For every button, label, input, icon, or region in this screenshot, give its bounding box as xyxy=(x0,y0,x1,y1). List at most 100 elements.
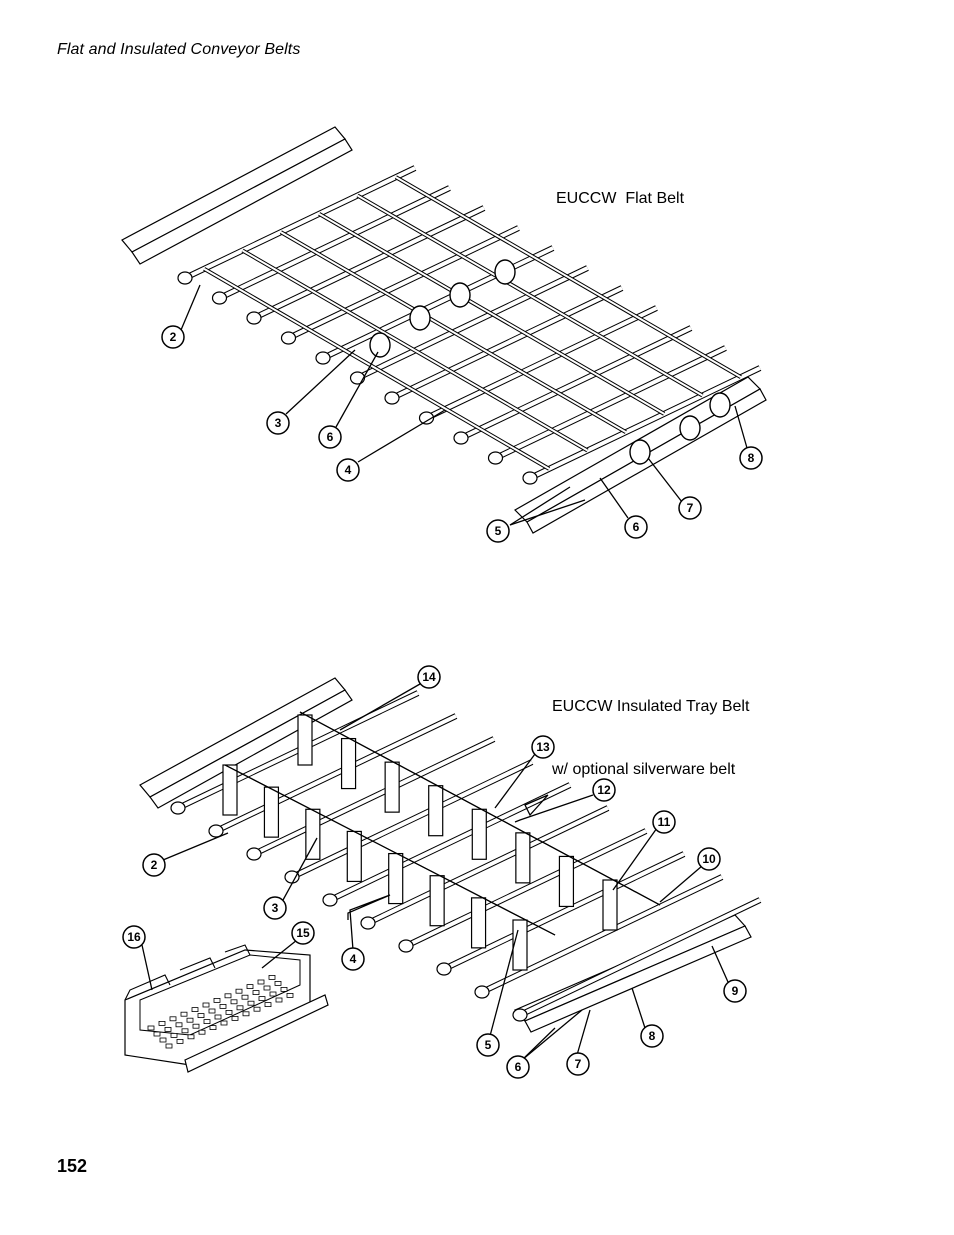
rod-end-cap xyxy=(315,351,331,365)
silverware-perforation xyxy=(257,979,265,985)
wire-fill xyxy=(356,194,704,397)
rod-fill xyxy=(460,326,692,440)
silverware-perforation xyxy=(165,1043,173,1049)
callout-6: 6 xyxy=(318,425,342,449)
svg-text:8: 8 xyxy=(748,451,755,465)
svg-text:9: 9 xyxy=(732,984,739,998)
silverware-perforation xyxy=(192,1023,200,1029)
tray-post xyxy=(340,737,357,790)
tray-post xyxy=(558,855,575,908)
page-header: Flat and Insulated Conveyor Belts xyxy=(57,41,301,58)
callout-2: 2 xyxy=(161,325,185,349)
tray-post xyxy=(515,832,531,884)
svg-text:13: 13 xyxy=(536,740,550,754)
callout-5: 5 xyxy=(476,1033,500,1057)
silverware-perforation xyxy=(247,1000,255,1006)
svg-text:3: 3 xyxy=(272,901,279,915)
silverware-perforation xyxy=(214,1014,222,1020)
svg-text:15: 15 xyxy=(296,926,310,940)
silverware-perforation xyxy=(164,1027,172,1032)
insulated-title-line1: EUCCW Insulated Tray Belt xyxy=(552,698,750,715)
svg-text:16: 16 xyxy=(127,930,141,944)
callout-6: 6 xyxy=(506,1055,530,1079)
sprocket-roller xyxy=(369,332,391,358)
silverware-perforation xyxy=(280,987,288,992)
silverware-perforation xyxy=(275,997,283,1003)
silverware-perforation xyxy=(186,1017,194,1023)
silverware-perforation xyxy=(187,1034,195,1040)
rod-end-cap xyxy=(322,893,338,907)
wire-fill xyxy=(395,176,742,379)
tray-post xyxy=(471,808,487,860)
wire-fill xyxy=(203,267,550,470)
silverware-perforation xyxy=(236,1005,244,1011)
insulated-belt-title: EUCCW Insulated Tray Belt w/ optional si… xyxy=(552,654,749,801)
callout-8: 8 xyxy=(640,1024,664,1048)
silverware-perforation xyxy=(158,1021,166,1026)
rod-fill xyxy=(329,783,571,902)
silverware-perforation xyxy=(286,993,294,998)
sprocket-roller xyxy=(679,415,701,441)
silverware-perforation xyxy=(225,1010,233,1015)
rod-end-cap xyxy=(436,962,452,976)
rod-fill xyxy=(443,852,685,971)
tray-post xyxy=(263,786,280,838)
rod-fill xyxy=(215,714,457,833)
callout-4: 4 xyxy=(341,947,365,971)
svg-text:7: 7 xyxy=(575,1057,582,1071)
silverware-perforation xyxy=(220,1020,228,1026)
callout-3: 3 xyxy=(263,896,287,920)
callout-6b: 6 xyxy=(624,515,648,539)
callout-16: 16 xyxy=(122,925,146,949)
tray-post xyxy=(512,919,528,971)
svg-text:2: 2 xyxy=(151,858,158,872)
silverware-perforation xyxy=(197,1013,205,1018)
tray-post xyxy=(602,879,618,931)
insulated-belt-diagram: 14 13 12 11 10 2 3 4 16 15 5 6 7 8 9 xyxy=(122,665,762,1079)
silverware-perforation xyxy=(242,1011,250,1017)
rod-end-cap xyxy=(177,271,193,285)
svg-text:2: 2 xyxy=(170,330,177,344)
rod-fill xyxy=(481,875,723,994)
svg-text:7: 7 xyxy=(687,501,694,515)
rod-fill xyxy=(425,306,658,420)
rod-end-cap xyxy=(360,916,376,930)
silverware-perforation xyxy=(268,975,276,980)
sprocket-roller xyxy=(449,282,471,308)
silverware-perforation xyxy=(264,1002,272,1007)
rod-fill xyxy=(529,366,761,480)
callout-2: 2 xyxy=(142,853,166,877)
svg-text:6: 6 xyxy=(327,430,334,444)
rod-end-cap xyxy=(211,291,228,305)
rod-end-cap xyxy=(280,331,297,345)
silverware-perforation xyxy=(213,998,221,1003)
callout-9: 9 xyxy=(723,979,747,1003)
svg-text:4: 4 xyxy=(345,463,352,477)
callout-12: 12 xyxy=(592,778,616,802)
silverware-perforation xyxy=(159,1037,167,1043)
callout-10: 10 xyxy=(697,847,721,871)
tray-post xyxy=(429,875,445,927)
rod-end-cap xyxy=(170,801,186,815)
rod-end-cap xyxy=(284,870,300,884)
silverware-perforation xyxy=(202,1002,210,1008)
silverware-perforation xyxy=(170,1033,178,1038)
callout-7: 7 xyxy=(566,1052,590,1076)
rod-end-cap xyxy=(384,391,400,405)
svg-text:11: 11 xyxy=(658,815,671,829)
silverware-perforation xyxy=(219,1004,227,1009)
rod-fill xyxy=(184,166,416,280)
svg-text:12: 12 xyxy=(597,783,611,797)
silverware-perforation xyxy=(198,1029,206,1035)
rod-fill xyxy=(287,226,520,340)
silverware-perforation xyxy=(147,1025,155,1031)
callout-5: 5 xyxy=(486,519,510,543)
svg-text:6: 6 xyxy=(515,1060,522,1074)
silverware-perforation xyxy=(209,1025,217,1030)
silverware-perforation xyxy=(169,1016,177,1022)
silverware-perforation xyxy=(180,1011,188,1017)
rod-fill xyxy=(494,346,727,460)
callout-11: 11 xyxy=(652,810,676,834)
page-number: 152 xyxy=(57,1156,88,1176)
silverware-perforation xyxy=(252,990,260,995)
